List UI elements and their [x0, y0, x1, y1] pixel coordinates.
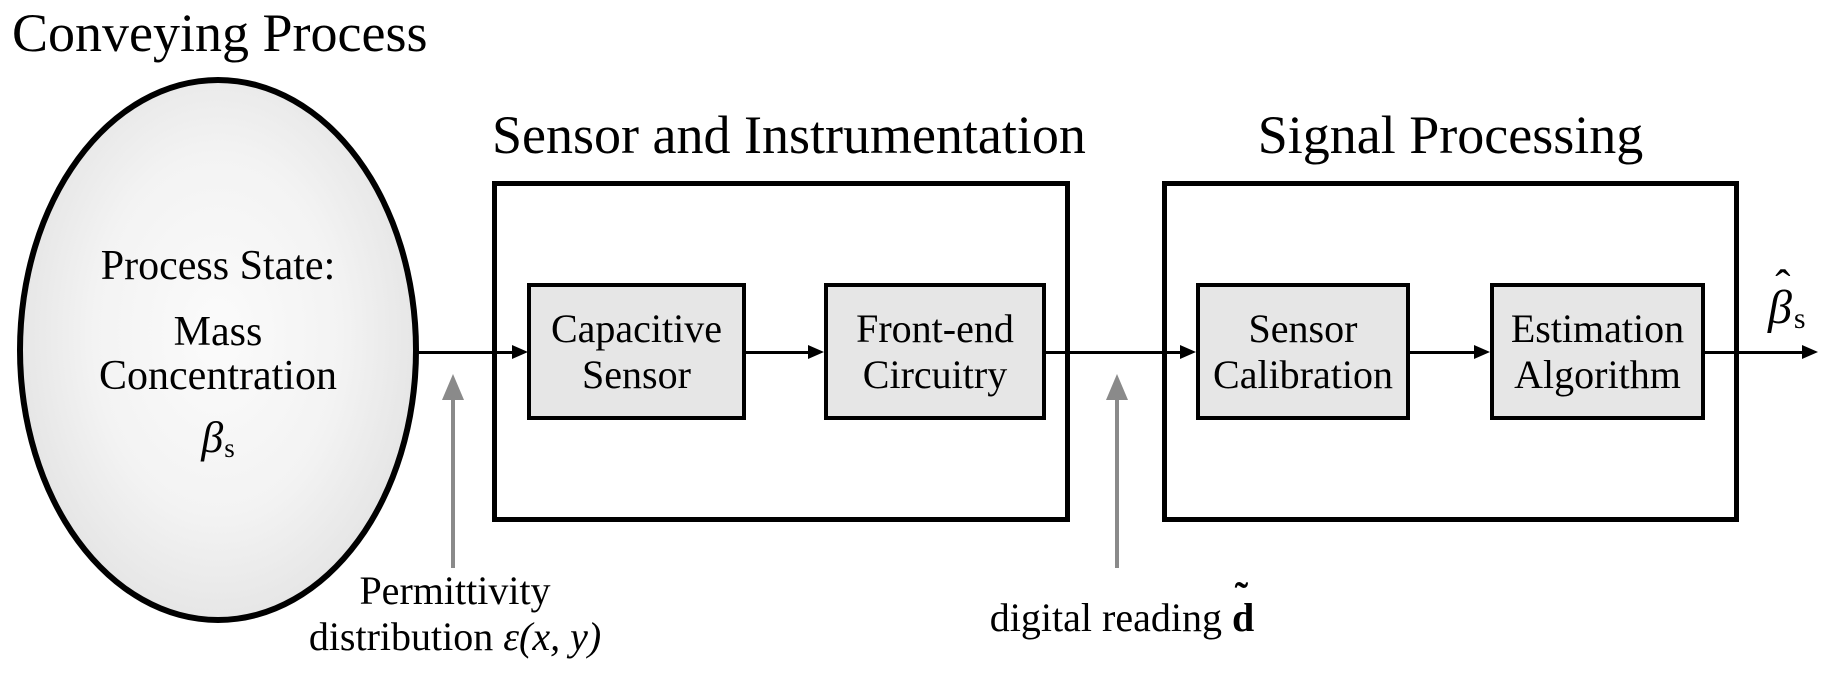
- signal-processing-title: Signal Processing: [1257, 105, 1644, 165]
- epsilon-symbol: ε: [503, 614, 520, 659]
- d-base: d: [1231, 595, 1255, 640]
- digital-reading-label: digital reading ˜d: [947, 575, 1297, 640]
- node-label-line: Estimation: [1510, 305, 1685, 351]
- connector-capacitive-to-frontend: [744, 351, 810, 354]
- epsilon-args: (x, y): [519, 614, 602, 659]
- node-label-line: Capacitive: [550, 305, 723, 351]
- node-label-line: Front-end: [856, 305, 1014, 351]
- digital-reading-text: digital reading: [989, 595, 1222, 640]
- sensor-instrumentation-title: Sensor and Instrumentation: [492, 105, 1086, 165]
- node-label-line: Calibration: [1213, 351, 1393, 397]
- tilde-accent: ˜: [1234, 574, 1249, 620]
- hat-accent: ˆ: [1775, 260, 1791, 312]
- permittivity-label: Permittivity distribution ε(x, y): [270, 568, 640, 660]
- connector-frontend-to-calibration: [1044, 351, 1182, 354]
- connector-calibration-to-estimation: [1408, 351, 1476, 354]
- conveying-process-ellipse: Process State: Mass Concentration βs: [17, 77, 419, 623]
- arrowhead-right-icon: [1802, 345, 1818, 359]
- beta-subscript: s: [224, 432, 235, 463]
- node-label-line: Sensor: [1248, 305, 1358, 351]
- node-label-line: Circuitry: [862, 351, 1008, 397]
- permittivity-label-line2: distribution ε(x, y): [270, 614, 640, 660]
- arrow-up-icon: [1106, 374, 1128, 400]
- connector-ellipse-to-capacitive: [416, 351, 514, 354]
- beta-subscript: s: [1793, 301, 1806, 335]
- concentration-label: Concentration: [99, 353, 337, 400]
- d-tilde-symbol: ˜d: [1231, 575, 1255, 640]
- permittivity-arrow-shaft: [451, 396, 455, 568]
- distribution-word: distribution: [308, 614, 494, 659]
- process-state-label: Process State:: [100, 243, 336, 290]
- arrowhead-right-icon: [1180, 345, 1196, 359]
- arrow-up-icon: [442, 374, 464, 400]
- digital-reading-arrow-shaft: [1115, 396, 1119, 568]
- arrowhead-right-icon: [808, 345, 824, 359]
- conveying-process-title: Conveying Process: [12, 3, 428, 63]
- node-estimation-algorithm: Estimation Algorithm: [1490, 283, 1705, 420]
- connector-estimation-to-output: [1703, 351, 1804, 354]
- mass-label: Mass: [173, 309, 263, 356]
- arrowhead-right-icon: [1474, 345, 1490, 359]
- node-label-line: Algorithm: [1514, 351, 1681, 397]
- beta-base: β: [1768, 281, 1792, 334]
- beta-base: β: [201, 413, 224, 463]
- node-front-end-circuitry: Front-end Circuitry: [824, 283, 1046, 420]
- arrowhead-right-icon: [512, 345, 528, 359]
- node-sensor-calibration: Sensor Calibration: [1196, 283, 1410, 420]
- permittivity-label-line1: Permittivity: [359, 568, 551, 613]
- beta-s-symbol: βs: [201, 416, 234, 470]
- node-capacitive-sensor: Capacitive Sensor: [527, 283, 746, 420]
- node-label-line: Sensor: [582, 351, 691, 397]
